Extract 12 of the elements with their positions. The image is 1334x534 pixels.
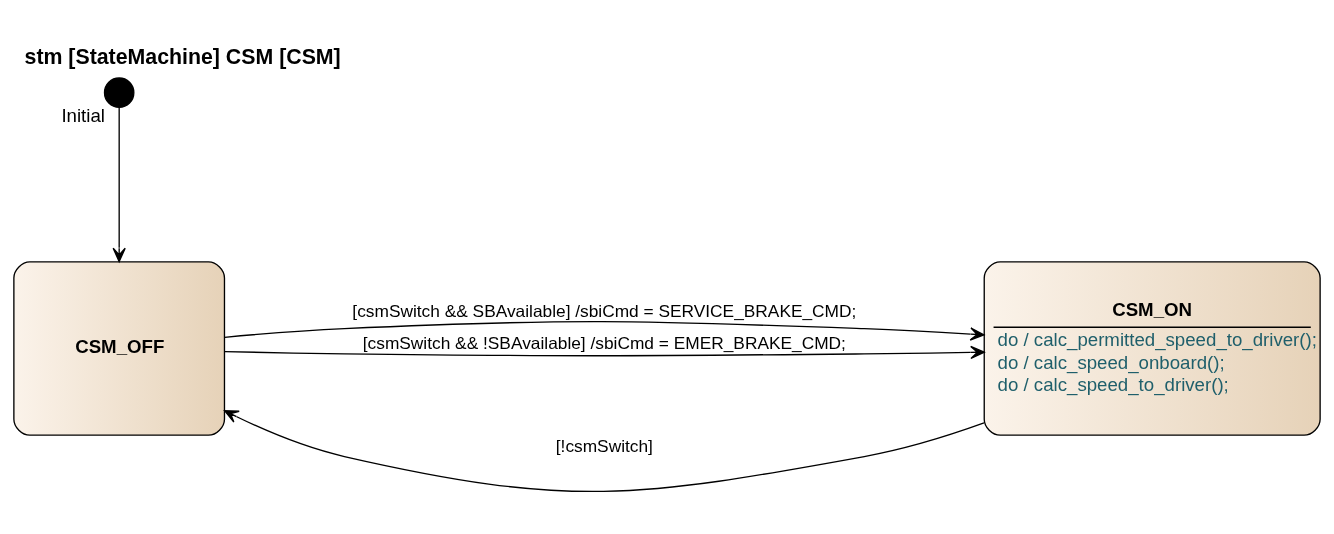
edge-label: [csmSwitch && SBAvailable] /sbiCmd = SERVICE_BRAKE_CMD; <box>352 300 857 321</box>
diagram-title: stm [StateMachine] CSM [CSM] <box>24 44 341 69</box>
edge-label: [!csmSwitch] <box>555 435 653 456</box>
arrow <box>223 409 985 492</box>
edge-label: [csmSwitch && !SBAvailable] /sbiCmd = EMER_BRAKE_CMD; <box>362 332 846 353</box>
node-circle <box>103 76 135 108</box>
node-label: Initial <box>61 104 105 126</box>
arrow <box>223 320 985 341</box>
arrow <box>224 345 985 359</box>
node-box: CSM_ON do / calc_permitted_speed_to_driver(); do / calc_speed_onboard(); do / calc_speed_to_driver(); <box>983 260 1321 436</box>
arrow <box>112 106 126 262</box>
node-box: CSM_OFF <box>13 260 226 436</box>
